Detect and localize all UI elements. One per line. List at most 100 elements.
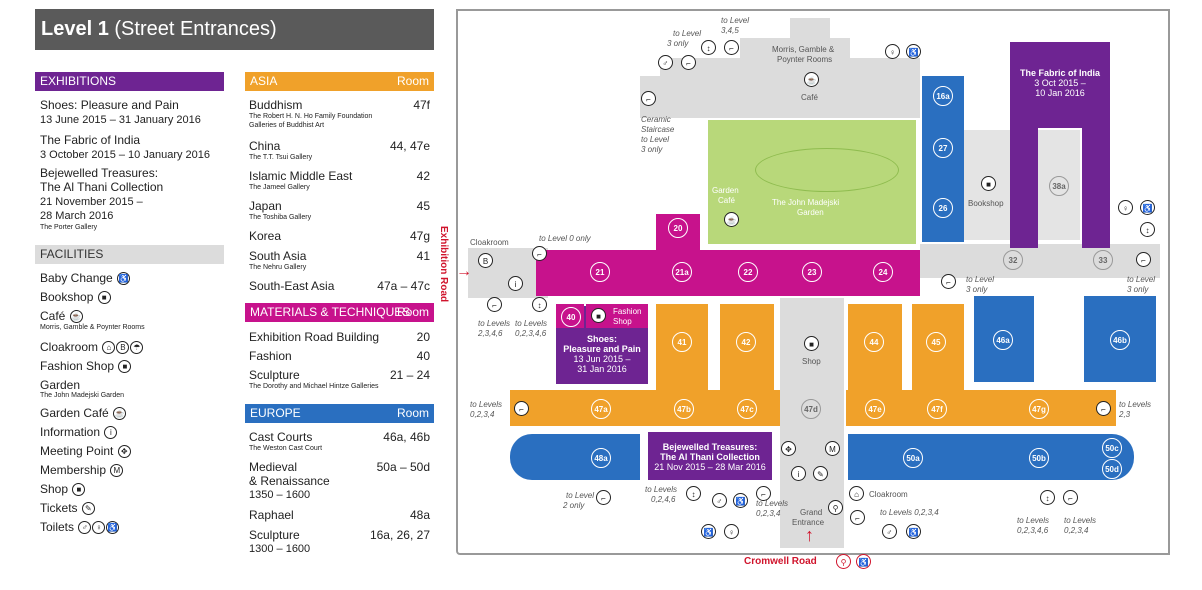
facilities-header: FACILITIES [35, 245, 224, 264]
map-garden-label1: The John Madejski [772, 198, 840, 207]
europe-medieval: Medieval [249, 460, 298, 474]
facility-garden-cafe: Garden Café ☕ [40, 406, 127, 421]
map-grand-entrance-label2: Entrance [792, 518, 825, 527]
exhibition-road-label: Exhibition Road [438, 226, 449, 303]
map-stairs-icon: ⌐ [1096, 401, 1111, 416]
map-cafe-label: Café [801, 93, 818, 102]
map-stairs-icon: ⌐ [681, 55, 696, 70]
map-information-icon: i [508, 276, 523, 291]
map-toilets-icon: ♀ [1118, 200, 1133, 215]
map-garden-pond [755, 148, 899, 192]
asia-south-asia-sub: The Nehru Gallery [249, 264, 307, 271]
room-32-badge: 32 [1003, 250, 1023, 270]
map-to-levels-0246-2: 0,2,4,6 [651, 495, 676, 504]
map-toilets-icon: ♀ [885, 44, 900, 59]
facility-shop: Shop ■ [40, 482, 86, 497]
map-to-levels-0234-mid1: to Levels [756, 499, 789, 508]
exhibition-road-arrow-icon: → [456, 263, 472, 280]
map-fabric-of-india [1010, 42, 1110, 128]
asia-japan-room: 45 [416, 199, 430, 213]
map-stairs-icon: ⌐ [1136, 252, 1151, 267]
exhibitions-header: EXHIBITIONS [35, 72, 224, 91]
map-grand-entrance-label1: Grand [800, 508, 823, 517]
fashion-shop-icon: ■ [118, 360, 132, 374]
room-23-badge: 23 [802, 262, 822, 282]
map-to-level-3-only-right1: to Level [1127, 275, 1156, 284]
asia-islamic-room: 42 [416, 169, 430, 183]
map-room-50 [848, 434, 1134, 480]
map-east-corridor [920, 244, 1160, 278]
map-to-level-3-only-top1: to Level [673, 29, 702, 38]
room-42-badge: 42 [736, 332, 756, 352]
cromwell-stroller-icon: ⚲ [836, 554, 851, 569]
map-to-levels-2346-1: to Levels [478, 319, 511, 328]
room-47c-badge: 47c [737, 399, 757, 419]
facility-information: Information i [40, 425, 118, 440]
map-accessible-icon: ♿ [906, 524, 921, 539]
map-morris-label2: Poynter Rooms [777, 55, 833, 64]
map-to-levels-0234-left2: 0,2,3,4 [470, 410, 495, 419]
map-to-level-3-only-mid2: 3 only [966, 285, 988, 294]
asia-buddhism-sub2: Galleries of Buddhist Art [249, 122, 325, 129]
europe-raphael: Raphael [249, 508, 294, 522]
room-48a-badge: 48a [591, 448, 611, 468]
exhibition-bejewelled-name2: The Al Thani Collection [40, 180, 164, 194]
page-title: Level 1 (Street Entrances) [35, 9, 434, 50]
map-ceramic-label1: Ceramic [641, 115, 671, 124]
map-to-levels-02346-1: to Levels [515, 319, 548, 328]
room-21a-badge: 21a [672, 262, 692, 282]
map-stairs-icon: ⌐ [756, 486, 771, 501]
map-morris-rooms [740, 38, 850, 78]
room-16a-badge: 16a [933, 86, 953, 106]
cromwell-road-label: Cromwell Road [744, 556, 817, 567]
room-47d-badge: 47d [801, 399, 821, 419]
exhibition-shoes-name: Shoes: Pleasure and Pain [40, 98, 179, 112]
facility-meeting-point: Meeting Point ✥ [40, 444, 131, 459]
europe-cast-courts: Cast Courts [249, 430, 313, 444]
map-to-levels-02346-br2: 0,2,3,4,6 [1017, 526, 1049, 535]
map-baby-change-icon: ♿ [906, 44, 921, 59]
map-lift-icon: ↕ [532, 297, 547, 312]
map-stairs-icon: ⌐ [1063, 490, 1078, 505]
europe-renaissance: & Renaissance [249, 474, 330, 488]
map-fashion-shop-icon: ■ [591, 308, 606, 323]
exhibition-bejewelled-dates2: 28 March 2016 [40, 210, 114, 222]
information-icon: i [104, 426, 118, 440]
room-50d-badge: 50d [1102, 459, 1122, 479]
facility-cloakroom: Cloakroom ⌂B☂ [40, 340, 144, 355]
room-38a-badge: 38a [1049, 176, 1069, 196]
map-room-48a [510, 434, 640, 480]
map-to-levels-0234-bottom: to Levels 0,2,3,4 [880, 508, 939, 517]
facility-baby-change: Baby Change ♿ [40, 271, 131, 286]
map-stairs-icon: ⌐ [724, 40, 739, 55]
asia-buddhism-sub1: The Robert H. N. Ho Family Foundation [249, 113, 373, 120]
map-to-level-3-only-right2: 3 only [1127, 285, 1149, 294]
map-to-levels-02346-br1: to Levels [1017, 516, 1050, 525]
asia-korea-room: 47g [409, 229, 430, 243]
cromwell-accessible-icon: ♿ [856, 554, 871, 569]
asia-japan: Japan [249, 199, 282, 213]
exhibition-bejewelled-gallery: The Porter Gallery [40, 224, 98, 231]
map-to-levels-2346-2: 2,3,4,6 [478, 329, 503, 338]
map-accessible-icon: ♿ [733, 493, 748, 508]
coat-hanger-icon: ⌂ [102, 341, 116, 355]
map-to-level-2-only1: to Level [566, 491, 595, 500]
map-entrance-corridor [780, 398, 844, 548]
facility-cafe: Café ☕ [40, 309, 83, 324]
asia-buddhism-room: 47f [413, 98, 430, 112]
room-47a-badge: 47a [591, 399, 611, 419]
europe-raphael-room: 48a [409, 508, 430, 522]
map-lift-icon: ↕ [686, 486, 701, 501]
room-46b-badge: 46b [1110, 330, 1130, 350]
map-cloakroom-icon: ⌂ [849, 486, 864, 501]
room-50c-badge: 50c [1102, 438, 1122, 458]
map-ceramic-label3: to Level [641, 135, 670, 144]
asia-south-east-asia: South-East Asia [249, 279, 335, 293]
map-male-toilet-icon: ♂ [882, 524, 897, 539]
map-stairs-icon: ⌐ [641, 91, 656, 106]
exhibition-shoes-dates: 13 June 2015 – 31 January 2016 [40, 114, 201, 126]
europe-sculpture: Sculpture [249, 528, 300, 542]
